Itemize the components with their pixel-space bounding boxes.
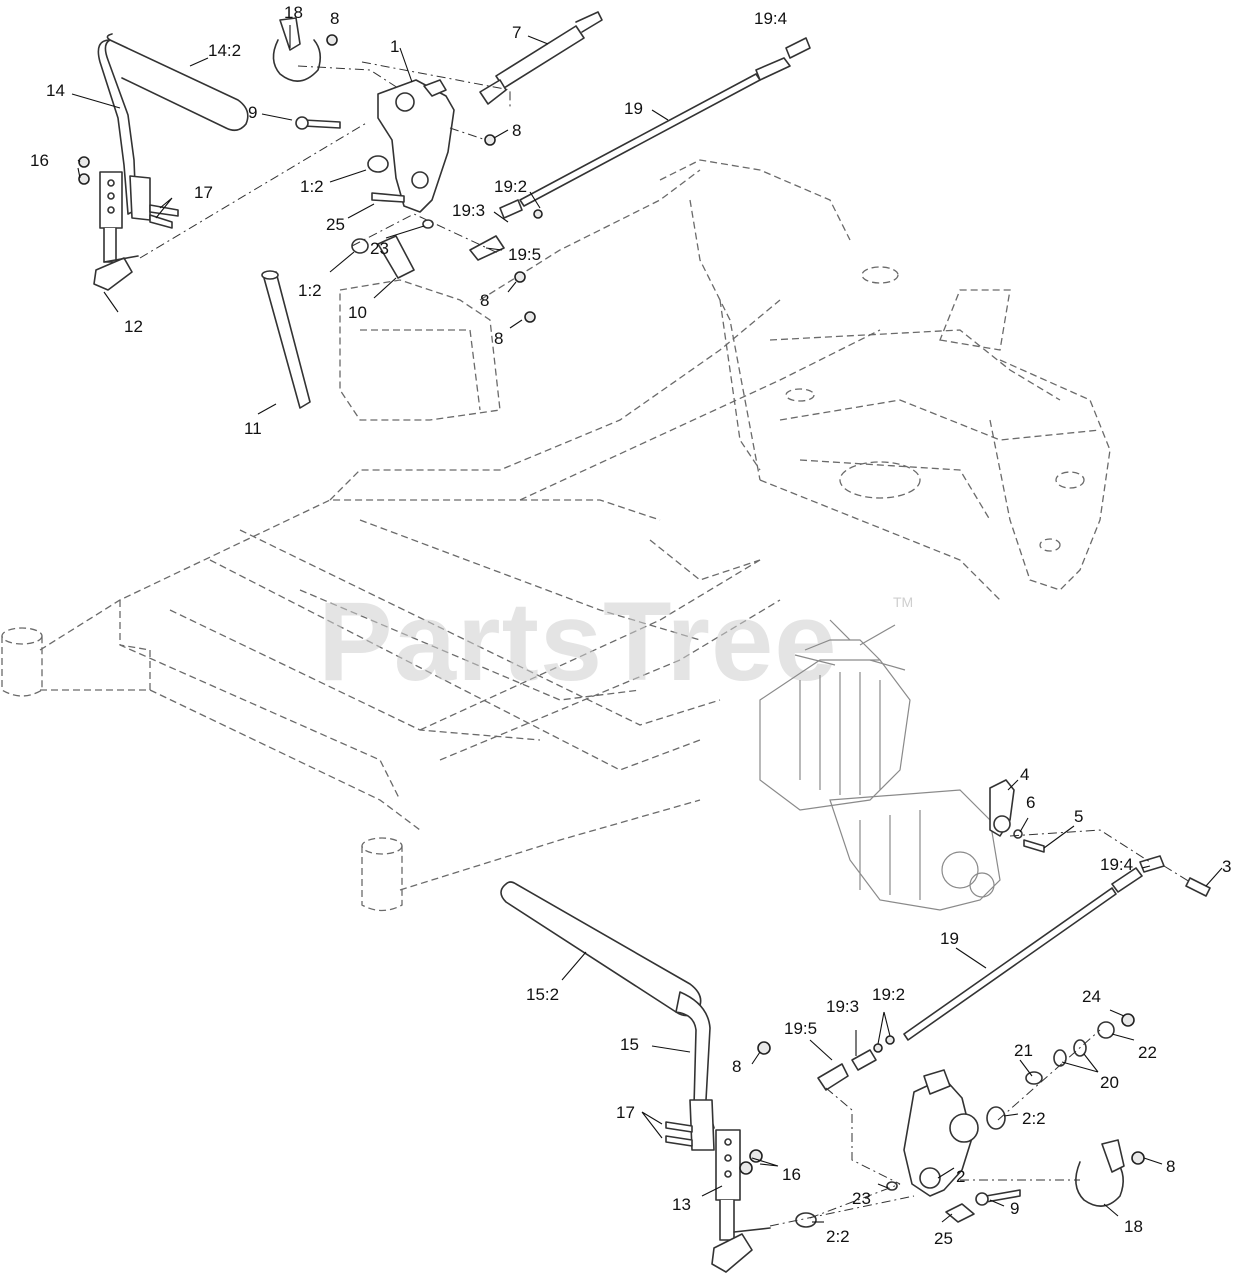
callout-19-4: 19:4 xyxy=(1100,855,1133,874)
callout-23: 23 xyxy=(370,239,389,258)
watermark-text: PartsTree xyxy=(318,579,838,704)
callout-16: 16 xyxy=(30,151,49,170)
callout-17: 17 xyxy=(194,183,213,202)
callout-19-5: 19:5 xyxy=(508,245,541,264)
callout-7: 7 xyxy=(512,23,521,42)
callout-8: 8 xyxy=(732,1057,741,1076)
callout-19-4: 19:4 xyxy=(754,9,787,28)
lower-right-lever-assembly xyxy=(500,779,1211,1273)
callout-24: 24 xyxy=(1082,987,1101,1006)
callout-25: 25 xyxy=(934,1229,953,1248)
callout-19-2: 19:2 xyxy=(872,985,905,1004)
callout-19: 19 xyxy=(624,99,643,118)
callout-19-3: 19:3 xyxy=(826,997,859,1016)
callout-1: 1 xyxy=(390,37,399,56)
callout-8: 8 xyxy=(512,121,521,140)
callout-5: 5 xyxy=(1074,807,1083,826)
callout-23: 23 xyxy=(852,1189,871,1208)
callout-9: 9 xyxy=(248,103,257,122)
callout-25: 25 xyxy=(326,215,345,234)
upper-left-lever-assembly xyxy=(78,11,811,409)
callout-10: 10 xyxy=(348,303,367,322)
callout-14: 14 xyxy=(46,81,65,100)
callout-16: 16 xyxy=(782,1165,801,1184)
callout-17: 17 xyxy=(616,1103,635,1122)
callout-9: 9 xyxy=(1010,1199,1019,1218)
callout-19-3: 19:3 xyxy=(452,201,485,220)
callout-18: 18 xyxy=(1124,1217,1143,1236)
callout-13: 13 xyxy=(672,1195,691,1214)
callout-leader-lines xyxy=(71,25,1223,1223)
callout-20: 20 xyxy=(1100,1073,1119,1092)
callout-2-2: 2:2 xyxy=(826,1227,850,1246)
callout-labels: 18 8 1 7 19:4 14:2 14 9 8 19 16 1:2 17 1… xyxy=(30,3,1231,1248)
assembly-guide-lines xyxy=(139,61,1191,1227)
callout-19-2: 19:2 xyxy=(494,177,527,196)
callout-11: 11 xyxy=(244,419,262,438)
callout-3: 3 xyxy=(1222,857,1231,876)
callout-1-2: 1:2 xyxy=(300,177,324,196)
callout-21: 21 xyxy=(1014,1041,1033,1060)
callout-8: 8 xyxy=(330,9,339,28)
callout-22: 22 xyxy=(1138,1043,1157,1062)
callout-15: 15 xyxy=(620,1035,639,1054)
engine-transaxle xyxy=(759,619,1001,911)
watermark-tm: TM xyxy=(893,594,913,610)
callout-4: 4 xyxy=(1020,765,1029,784)
mower-chassis-frame xyxy=(1,159,1111,912)
callout-19-5: 19:5 xyxy=(784,1019,817,1038)
callout-18: 18 xyxy=(284,3,303,22)
callout-2: 2 xyxy=(956,1167,965,1186)
callout-6: 6 xyxy=(1026,793,1035,812)
callout-8: 8 xyxy=(494,329,503,348)
callout-19: 19 xyxy=(940,929,959,948)
watermark: PartsTree TM xyxy=(318,579,913,704)
callout-2-2: 2:2 xyxy=(1022,1109,1046,1128)
callout-12: 12 xyxy=(124,317,143,336)
callout-15-2: 15:2 xyxy=(526,985,559,1004)
callout-1-2: 1:2 xyxy=(298,281,322,300)
callout-14-2: 14:2 xyxy=(208,41,241,60)
callout-8: 8 xyxy=(1166,1157,1175,1176)
callout-8: 8 xyxy=(480,291,489,310)
